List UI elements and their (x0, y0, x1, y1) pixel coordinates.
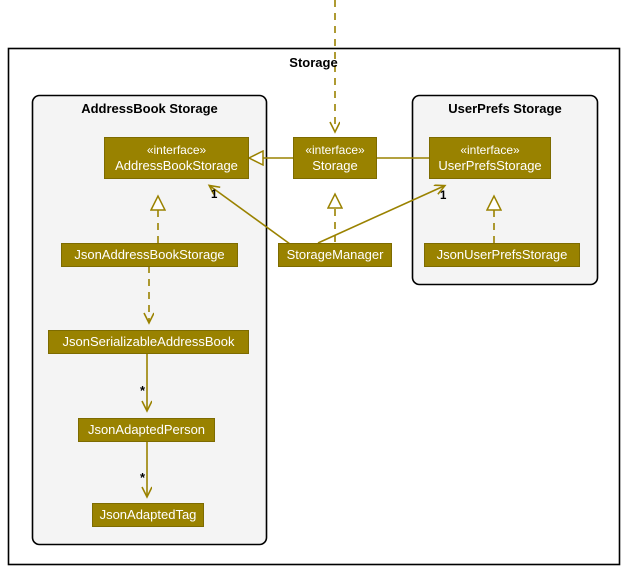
node-name: UserPrefsStorage (438, 157, 542, 173)
node-stereotype: «interface» (305, 142, 365, 157)
node-name: JsonSerializableAddressBook (62, 334, 235, 349)
node-name: Storage (312, 157, 358, 173)
node-stereotype: «interface» (460, 142, 520, 157)
node-addressbookstorage[interactable]: «interface» AddressBookStorage (104, 137, 249, 179)
edge-storagemanager-to-userprefsstorage (317, 186, 444, 244)
node-jsonadaptedtag[interactable]: JsonAdaptedTag (92, 503, 204, 527)
node-jsonuserprefsstorage[interactable]: JsonUserPrefsStorage (424, 243, 580, 267)
node-storage[interactable]: «interface» Storage (293, 137, 377, 179)
node-storagemanager[interactable]: StorageManager (278, 243, 392, 267)
node-name: StorageManager (286, 247, 384, 262)
package-title-userprefs-storage: UserPrefs Storage (448, 101, 562, 116)
node-name: AddressBookStorage (115, 157, 238, 173)
node-stereotype: «interface» (146, 142, 207, 157)
package-title-addressbook-storage: AddressBook Storage (81, 101, 218, 116)
node-name: JsonUserPrefsStorage (436, 247, 568, 262)
node-name: JsonAddressBookStorage (74, 247, 225, 262)
node-jsonaddressbookstorage[interactable]: JsonAddressBookStorage (61, 243, 238, 267)
package-title-storage: Storage (289, 55, 338, 70)
multiplicity-addressbookstorage: 1 (211, 189, 218, 201)
node-userprefsstorage[interactable]: «interface» UserPrefsStorage (429, 137, 551, 179)
multiplicity-jsonadaptedtag: * (140, 470, 146, 485)
node-name: JsonAdaptedTag (99, 507, 197, 522)
multiplicity-jsonadaptedperson: * (140, 383, 146, 398)
edge-storagemanager-to-addressbookstorage (210, 186, 291, 245)
multiplicity-userprefsstorage: 1 (440, 190, 447, 202)
node-jsonserializableaddressbook[interactable]: JsonSerializableAddressBook (48, 330, 249, 354)
node-name: JsonAdaptedPerson (87, 422, 206, 437)
package-storage-frame (7, 47, 621, 566)
node-jsonadaptedperson[interactable]: JsonAdaptedPerson (78, 418, 215, 442)
